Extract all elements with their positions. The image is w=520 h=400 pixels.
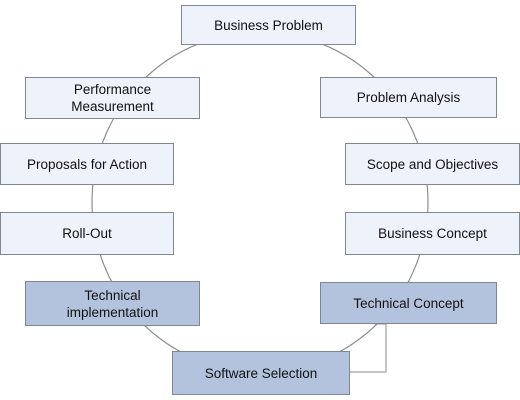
- step-technical-concept: Technical Concept: [320, 282, 497, 324]
- step-business-problem: Business Problem: [181, 5, 356, 45]
- step-scope-objectives-label: Scope and Objectives: [366, 156, 499, 172]
- step-software-selection-label: Software Selection: [204, 365, 318, 381]
- step-technical-implementation-label: Technical implementation: [66, 287, 159, 320]
- step-proposals-for-action: Proposals for Action: [0, 143, 174, 185]
- technical-concept-to-software-selection-connector: [350, 323, 387, 373]
- step-performance-measurement: Performance Measurement: [25, 77, 200, 119]
- step-business-concept-label: Business Concept: [378, 226, 487, 241]
- step-problem-analysis-label: Problem Analysis: [356, 90, 461, 105]
- step-software-selection: Software Selection: [172, 351, 350, 395]
- step-proposals-for-action-label: Proposals for Action: [26, 156, 148, 172]
- step-business-concept: Business Concept: [345, 212, 520, 255]
- step-roll-out-label: Roll-Out: [62, 226, 112, 241]
- step-problem-analysis: Problem Analysis: [320, 77, 497, 118]
- step-performance-measurement-label: Performance Measurement: [71, 82, 154, 114]
- step-technical-implementation: Technical implementation: [25, 281, 200, 326]
- step-roll-out: Roll-Out: [0, 212, 174, 255]
- step-technical-concept-label: Technical Concept: [353, 295, 464, 311]
- step-business-problem-label: Business Problem: [214, 17, 323, 33]
- step-scope-objectives: Scope and Objectives: [345, 143, 520, 185]
